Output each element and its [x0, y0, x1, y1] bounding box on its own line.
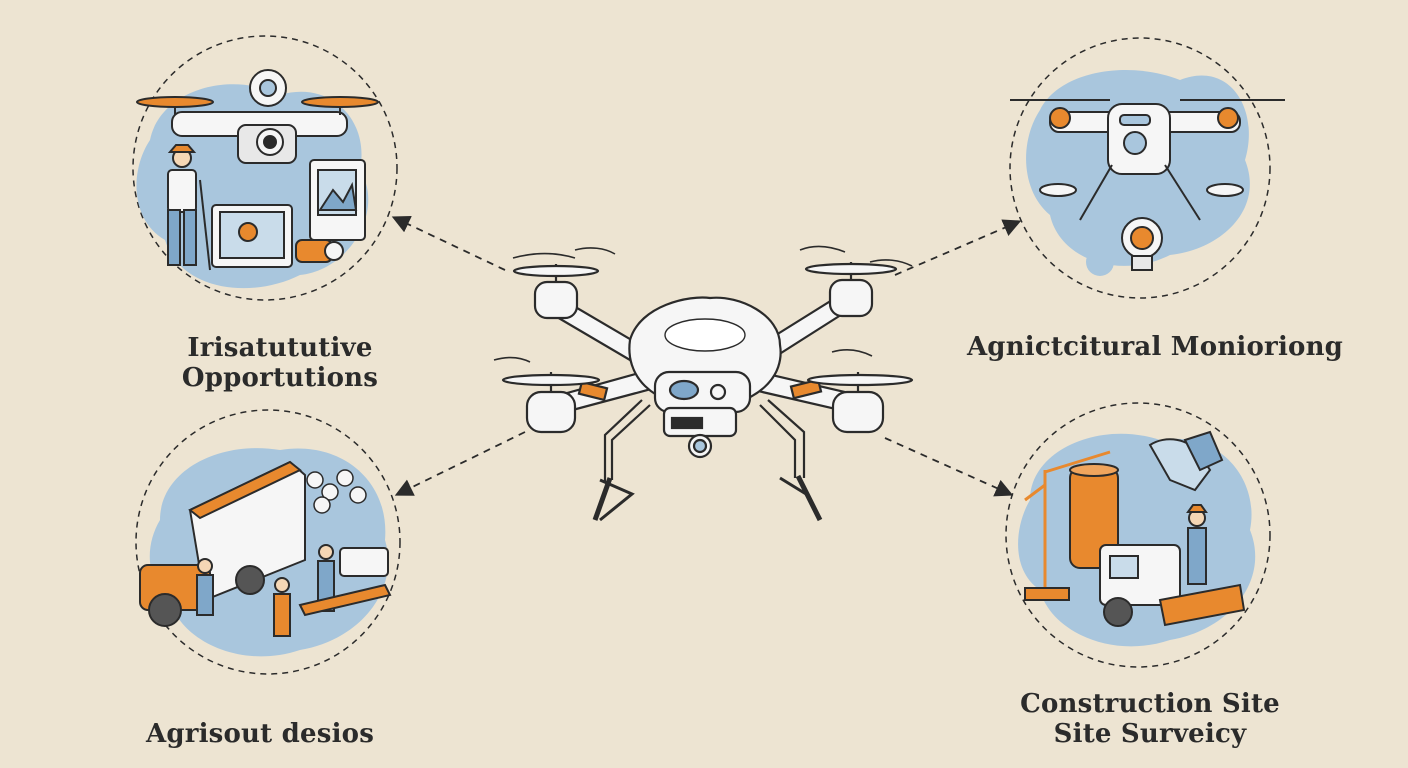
truck-icon — [139, 460, 306, 627]
tablet-icon — [211, 204, 293, 268]
vignette-top-left — [132, 35, 398, 301]
arrow-to-bottom-right — [884, 437, 1014, 497]
bubble — [1086, 248, 1114, 276]
vignette-top-right — [1009, 37, 1285, 299]
fuel-tank-icon — [1069, 463, 1119, 569]
drone-camera-gimbal — [662, 406, 738, 459]
worker-icon — [1186, 504, 1208, 585]
dashed-circle — [135, 409, 401, 675]
landing-gear — [592, 399, 823, 522]
label-bottom-right-line1: Construction Site — [1020, 689, 1280, 719]
label-bottom-left: Agrisout desios — [125, 719, 395, 750]
cart-icon — [298, 547, 392, 617]
surveyor-person-icon — [167, 144, 211, 271]
survey-drone-icon — [136, 69, 379, 164]
label-top-left-line1: Irisatututive — [187, 333, 373, 363]
label-top-left: Irisatututive Opportutions — [150, 333, 410, 394]
motor-pod-rear-right — [806, 372, 914, 434]
excavator-arm-icon — [1148, 430, 1224, 492]
central-drone — [493, 245, 914, 522]
utility-truck-icon — [1099, 544, 1246, 627]
vignette-bottom-right — [1005, 402, 1271, 668]
motor-pod-front-left — [512, 264, 600, 320]
camera-lens-icon — [295, 239, 344, 263]
dashed-circle — [132, 35, 398, 301]
dashed-circle — [1009, 37, 1271, 299]
motion-lines — [493, 245, 913, 363]
label-top-right-line1: Agnictcitural Monioriong — [966, 332, 1344, 362]
motor-pod-front-right — [804, 262, 898, 318]
label-top-right: Agnictcitural Monioriong — [960, 332, 1350, 363]
connector-arrows — [391, 216, 1022, 497]
arrow-to-top-right — [894, 219, 1022, 276]
agri-drone-icon — [1010, 99, 1285, 221]
dashed-circle — [1005, 402, 1271, 668]
photo-panel-icon — [309, 159, 366, 241]
drone-sensor-housing — [653, 370, 752, 414]
label-top-left-line2: Opportutions — [181, 362, 379, 393]
arrow-to-bottom-left — [394, 431, 526, 496]
label-bottom-right-line2: Site Surveicy — [1053, 718, 1247, 749]
lightbulb-icon — [1121, 217, 1163, 271]
workers-icon — [196, 544, 335, 637]
crane-icon — [1024, 450, 1111, 601]
label-bottom-left-line1: Agrisout desios — [145, 719, 375, 749]
motor-pod-rear-left — [501, 372, 601, 434]
label-bottom-right: Construction Site Site Surveicy — [1000, 689, 1300, 750]
arrow-to-top-left — [391, 216, 506, 271]
crowd-icon — [306, 469, 367, 514]
vignette-bottom-left — [135, 409, 401, 675]
